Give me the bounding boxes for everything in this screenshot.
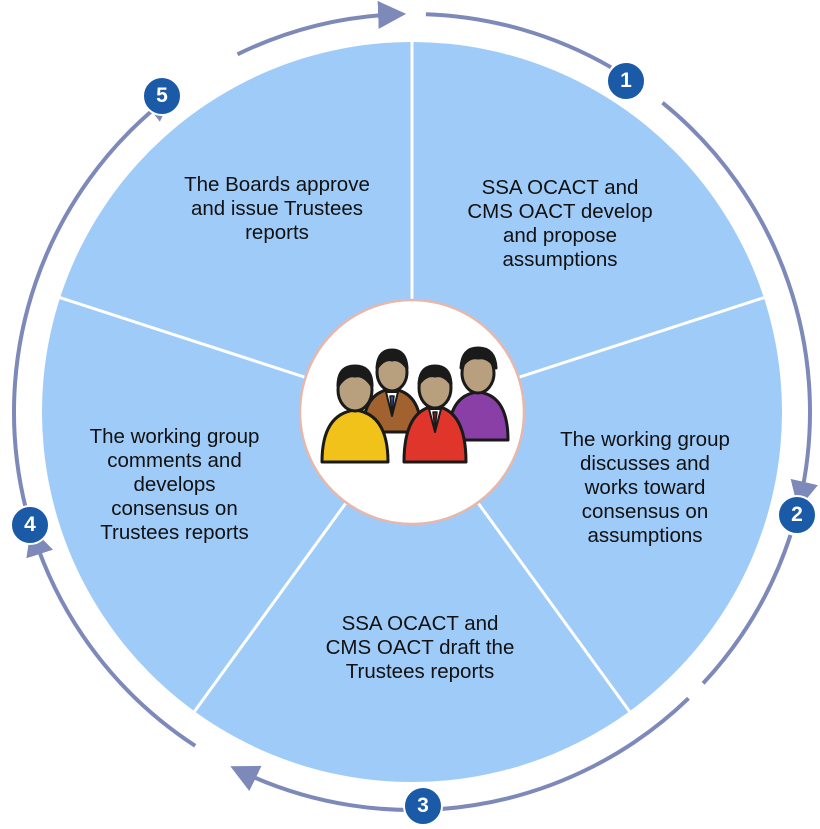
step-5-text: The Boards approve and issue Trustees re…	[184, 173, 370, 244]
cycle-ring	[11, 0, 818, 812]
step-3-text: SSA OCACT and CMS OACT draft the Trustee…	[325, 612, 515, 683]
cycle-arrow-2	[661, 101, 818, 510]
cycle-arrow-6	[11, 93, 174, 509]
step-4-text: The working group comments and develops …	[89, 425, 260, 544]
cycle-arrow-7	[236, 0, 407, 57]
step-5-badge: 5	[142, 76, 182, 116]
step-4-badge: 4	[10, 505, 50, 545]
cycle-arrow-3	[701, 534, 793, 685]
step-2-badge: 2	[777, 495, 817, 535]
cycle-arrow-4	[230, 696, 690, 812]
step-3-badge: 3	[403, 786, 443, 826]
cycle-arrow-1	[425, 12, 612, 70]
group-of-people-icon	[320, 346, 510, 464]
center-circle	[298, 298, 526, 526]
cycle-arrow-5	[26, 527, 197, 748]
step-1-badge: 1	[606, 61, 646, 101]
step-1-text: SSA OCACT and CMS OACT develop and propo…	[467, 176, 653, 271]
step-2-text: The working group discusses and works to…	[560, 428, 730, 547]
